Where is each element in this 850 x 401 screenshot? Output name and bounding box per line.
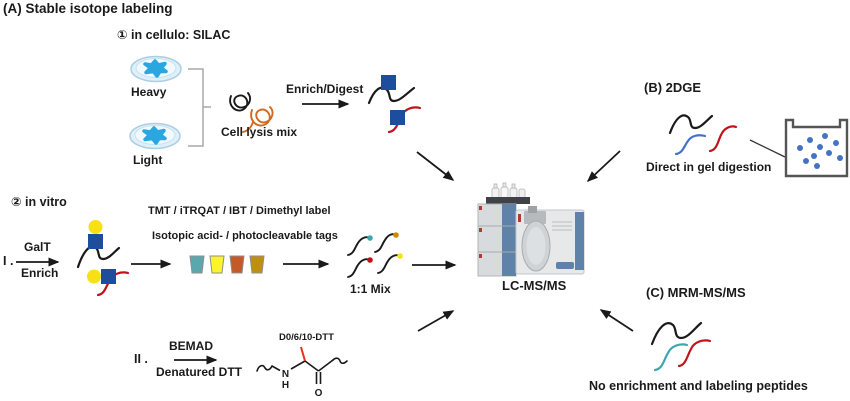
- solvent-bottles-icon: [491, 182, 526, 199]
- enrich-digest-label: Enrich/Digest: [286, 82, 364, 96]
- no-enrichment-label: No enrichment and labeling peptides: [589, 379, 808, 393]
- atom-n-label: N: [282, 369, 289, 380]
- tags-line-1: TMT / iTRQAT / IBT / Dimethyl label: [148, 205, 331, 217]
- panel-c-title: (C) MRM-MS/MS: [646, 285, 746, 300]
- protein-tangle-black-icon: [229, 92, 252, 112]
- tag-gold-icon: [249, 255, 265, 274]
- tag-teal-icon: [189, 255, 205, 274]
- bracket: [188, 68, 211, 147]
- gel-dots-icon: [797, 133, 843, 169]
- petri-dish-light-icon: [129, 122, 181, 150]
- gel-container-icon: [784, 118, 849, 178]
- enrich-label: Enrich: [21, 266, 59, 280]
- arrow-bemad-to-ms: [417, 310, 455, 332]
- heavy-label: Heavy: [131, 85, 167, 99]
- silac-peptide-heavy-icon: [367, 75, 416, 105]
- bemad-label: BEMAD: [169, 339, 213, 353]
- instrument-label: LC-MS/MS: [502, 278, 567, 293]
- 2dge-peptides-icon: [668, 114, 738, 156]
- mass-spec-icon: [515, 206, 585, 275]
- lc-ms-instrument-icon: [477, 182, 585, 277]
- route-1-index: I .: [3, 254, 14, 268]
- dtt-tag-label: D0/6/10-DTT: [279, 332, 334, 343]
- arrow-mrm-to-ms: [599, 309, 634, 332]
- denatured-dtt-label: Denatured DTT: [156, 365, 243, 379]
- cell-icon: [142, 126, 167, 145]
- panel-b-title: (B) 2DGE: [644, 80, 702, 95]
- labeled-peptide-mix-icon: [347, 232, 403, 278]
- silac-heading: ① in cellulo: SILAC: [117, 28, 231, 42]
- mix-label: 1:1 Mix: [350, 282, 391, 296]
- silac-peptide-light-icon: [387, 106, 422, 134]
- hplc-stack-icon: [477, 203, 517, 277]
- bottle-tray: [486, 197, 530, 204]
- cell-icon: [143, 59, 168, 78]
- protein-tangle-orange-icon: [242, 106, 274, 133]
- dtt-structure-icon: N H O: [256, 346, 348, 399]
- atom-o-label: O: [315, 388, 323, 399]
- route-2-index: II .: [134, 352, 148, 366]
- tags-line-2: Isotopic acid- / photocleavable tags: [152, 230, 338, 242]
- petri-dish-heavy-icon: [130, 55, 182, 83]
- arrow-silac-to-ms: [416, 151, 455, 181]
- invitro-heading: ② in vitro: [11, 195, 67, 209]
- tag-orange-icon: [229, 255, 245, 274]
- galt-label: GalT: [24, 240, 51, 254]
- gel-digestion-label: Direct in gel digestion: [646, 160, 772, 174]
- glycopeptide-red-icon: [87, 269, 130, 297]
- tag-yellow-icon: [209, 255, 225, 274]
- isobaric-tags-icon: [189, 255, 265, 274]
- panel-a-title: (A) Stable isotope labeling: [3, 1, 173, 16]
- flow-arrows: [16, 99, 634, 365]
- atom-h-label: H: [282, 380, 289, 391]
- cell-lysis-label: Cell lysis mix: [221, 125, 298, 139]
- light-label: Light: [133, 153, 163, 167]
- mrm-peptides-icon: [650, 321, 712, 372]
- glycopeptide-black-icon: [76, 220, 121, 269]
- gel-pointer-line: [749, 139, 786, 158]
- arrow-2dge-to-ms: [586, 150, 621, 183]
